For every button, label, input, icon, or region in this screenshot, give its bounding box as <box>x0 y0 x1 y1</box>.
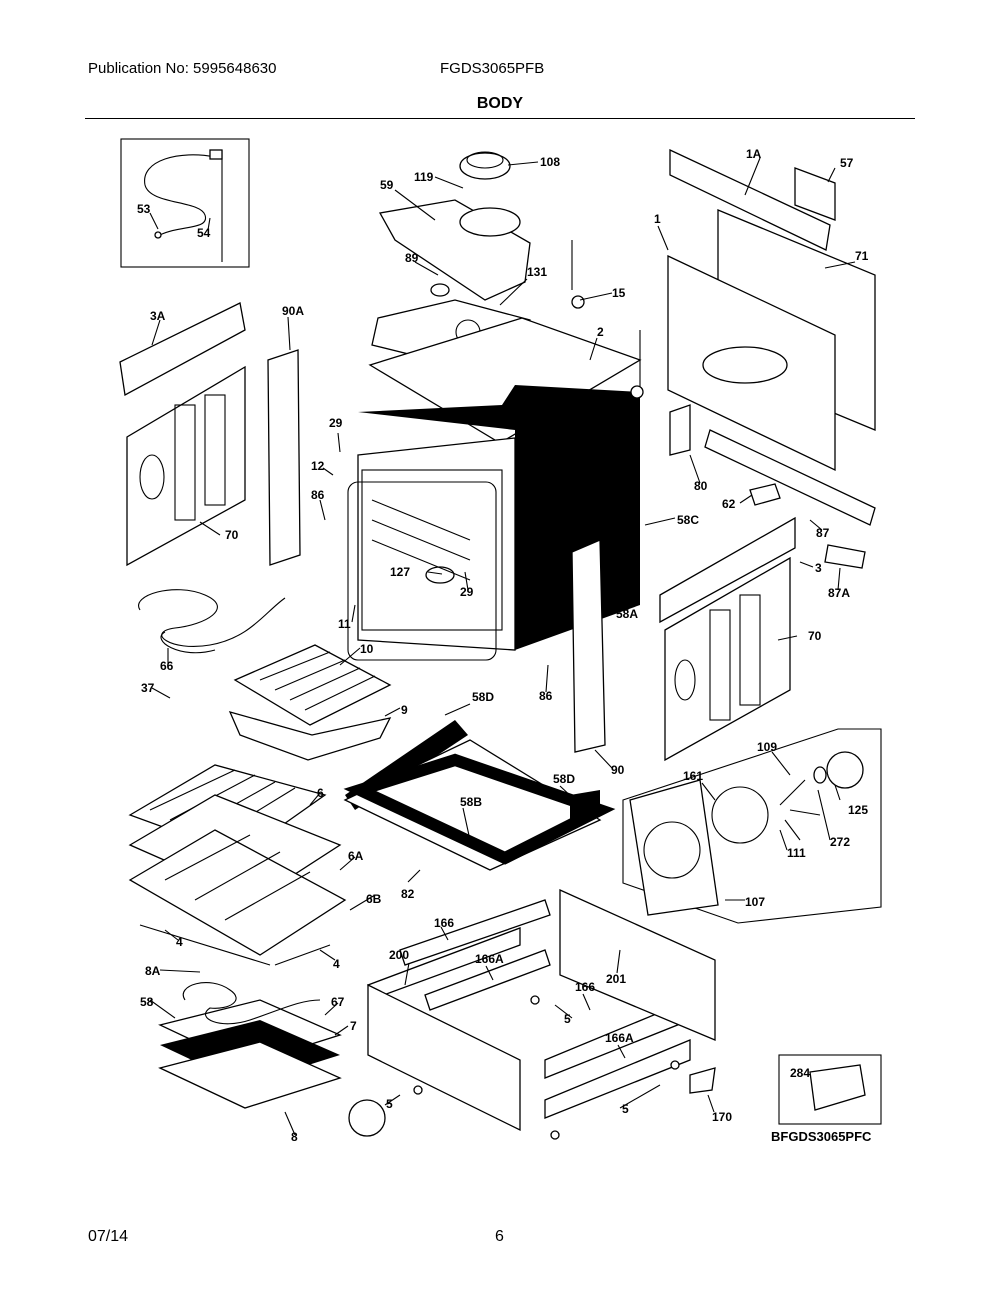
callout-5b: 5 <box>386 1097 393 1111</box>
callout-58C: 58C <box>677 513 699 527</box>
footer-date: 07/14 <box>88 1228 129 1245</box>
callout-66: 66 <box>160 659 174 673</box>
broil-element-and-racks <box>128 589 392 966</box>
right-side-panel <box>571 516 796 762</box>
callout-53: 53 <box>137 202 151 216</box>
convection-fan-parts <box>629 751 864 916</box>
rear-panel-parts <box>571 148 876 569</box>
left-side-panel <box>119 302 301 567</box>
callout-37: 37 <box>141 681 155 695</box>
convection-inset-frame <box>622 728 882 924</box>
callout-161: 161 <box>683 769 703 783</box>
callout-4: 4 <box>176 935 183 949</box>
drawer-frame-parts <box>343 720 716 1132</box>
callout-90: 90 <box>611 763 625 777</box>
callout-5: 5 <box>564 1012 571 1026</box>
callout-58B: 58B <box>460 795 482 809</box>
callout-8A: 8A <box>145 964 161 978</box>
header-rule <box>85 118 915 119</box>
callout-131: 131 <box>527 265 547 279</box>
probe-wire-part <box>144 149 223 262</box>
callout-58: 58 <box>140 995 154 1009</box>
callout-58D: 58D <box>472 690 494 704</box>
callout-166: 166 <box>434 916 454 930</box>
callout-200: 200 <box>389 948 409 962</box>
kit-model-note: BFGDS3065PFC <box>771 1129 872 1144</box>
callout-272: 272 <box>830 835 850 849</box>
callout-87A: 87A <box>828 586 850 600</box>
hardware-parts <box>348 995 866 1140</box>
callout-9: 9 <box>401 703 408 717</box>
callout-4b: 4 <box>333 957 340 971</box>
bake-element-and-trim <box>158 982 342 1109</box>
kit-inset-frame <box>778 1054 882 1125</box>
callout-leader-lines <box>149 157 856 1136</box>
callout-59: 59 <box>380 178 394 192</box>
callout-107: 107 <box>745 895 765 909</box>
callout-80: 80 <box>694 479 708 493</box>
callout-71: 71 <box>855 249 869 263</box>
callout-5c: 5 <box>622 1102 629 1116</box>
callout-70b: 70 <box>808 629 822 643</box>
callout-166A-b: 166A <box>605 1031 634 1045</box>
callout-12: 12 <box>311 459 325 473</box>
callout-6A: 6A <box>348 849 364 863</box>
callout-8: 8 <box>291 1130 298 1144</box>
callout-166b: 166 <box>575 980 595 994</box>
callout-7: 7 <box>350 1019 357 1033</box>
callout-127: 127 <box>390 565 410 579</box>
callout-67: 67 <box>331 995 345 1009</box>
callout-15: 15 <box>612 286 626 300</box>
callout-90A: 90A <box>282 304 304 318</box>
callout-3: 3 <box>815 561 822 575</box>
oven-cavity-part <box>347 385 640 661</box>
callout-119: 119 <box>414 170 434 184</box>
callout-2: 2 <box>597 325 604 339</box>
callout-58A: 58A <box>616 607 638 621</box>
callout-170: 170 <box>712 1110 732 1124</box>
callout-86b: 86 <box>539 689 553 703</box>
publication-number: Publication No: 5995648630 <box>88 60 277 77</box>
callout-54: 54 <box>197 226 211 240</box>
callout-6: 6 <box>317 786 324 800</box>
callout-11: 11 <box>338 617 351 631</box>
callout-10: 10 <box>360 642 374 656</box>
model-number: FGDS3065PFB <box>440 60 545 77</box>
callout-82: 82 <box>401 887 415 901</box>
page-number: 6 <box>495 1228 504 1245</box>
callout-62: 62 <box>722 497 736 511</box>
callout-70: 70 <box>225 528 239 542</box>
callout-109: 109 <box>757 740 777 754</box>
callout-111: 111 <box>787 846 806 860</box>
callout-3A: 3A <box>150 309 166 323</box>
callout-87: 87 <box>816 526 830 540</box>
callout-86: 86 <box>311 488 325 502</box>
callout-201: 201 <box>606 972 626 986</box>
callout-108: 108 <box>540 155 560 169</box>
callout-284: 284 <box>790 1066 810 1080</box>
callout-89: 89 <box>405 251 419 265</box>
callout-29: 29 <box>329 416 343 430</box>
callout-1A: 1A <box>746 147 762 161</box>
callout-166A: 166A <box>475 952 504 966</box>
wire-inset-frame <box>120 138 250 268</box>
section-title: BODY <box>476 95 524 112</box>
callout-1: 1 <box>654 212 661 226</box>
callout-58D-b: 58D <box>553 772 575 786</box>
callout-29b: 29 <box>460 585 474 599</box>
callout-125: 125 <box>848 803 868 817</box>
callout-57: 57 <box>840 156 854 170</box>
callout-6B: 6B <box>366 892 382 906</box>
callout-labels: 108 119 59 1A 57 1 71 53 54 89 131 15 2 … <box>137 147 869 1144</box>
